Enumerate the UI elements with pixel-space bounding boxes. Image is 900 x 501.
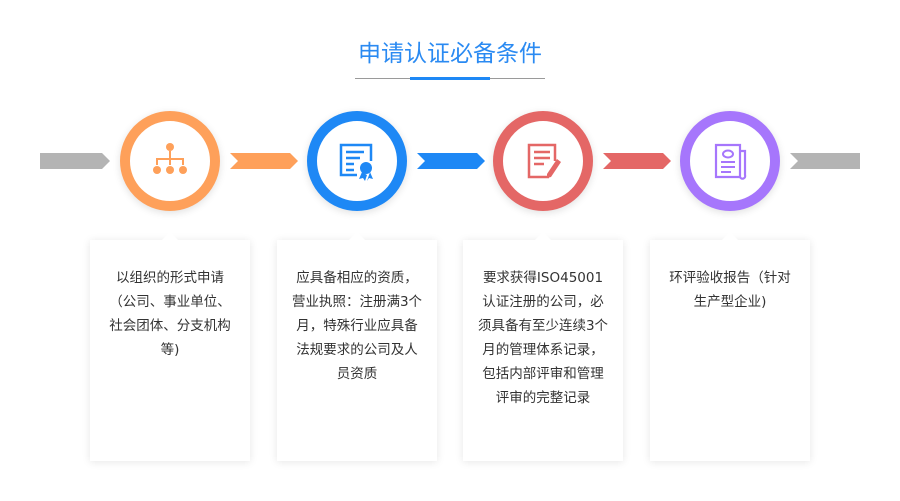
step-4-circle	[680, 111, 780, 211]
report-icon	[714, 143, 747, 180]
step-3-circle	[493, 111, 593, 211]
arrow-start	[40, 153, 110, 169]
step-1-text: 以组织的形式申请（公司、事业单位、社会团体、分支机构等)	[109, 270, 231, 358]
step-2-text: 应具备相应的资质，营业执照：注册满3个月，特殊行业应具备法规要求的公司及人员资质	[291, 270, 423, 382]
step-1-card: 以组织的形式申请（公司、事业单位、社会团体、分支机构等)	[90, 232, 250, 461]
arrow-3	[603, 153, 671, 169]
arrow-1	[230, 153, 298, 169]
arrow-2	[417, 153, 485, 169]
org-chart-icon	[153, 143, 187, 174]
certificate-icon	[339, 143, 373, 181]
step-3-text: 要求获得ISO45001认证注册的公司，必须具备有至少连续3个月的管理体系记录，…	[477, 270, 609, 406]
step-2-card: 应具备相应的资质，营业执照：注册满3个月，特殊行业应具备法规要求的公司及人员资质	[277, 232, 437, 461]
arrow-end	[790, 153, 860, 169]
step-3-card: 要求获得ISO45001认证注册的公司，必须具备有至少连续3个月的管理体系记录，…	[463, 232, 623, 461]
step-2-circle	[307, 111, 407, 211]
document-edit-icon	[527, 143, 561, 179]
title-underline-accent	[410, 77, 490, 80]
page-title: 申请认证必备条件	[358, 41, 542, 67]
step-4-card: 环评验收报告（针对生产型企业)	[650, 232, 810, 461]
step-4-text: 环评验收报告（针对生产型企业)	[669, 270, 791, 310]
step-1-circle	[120, 111, 220, 211]
